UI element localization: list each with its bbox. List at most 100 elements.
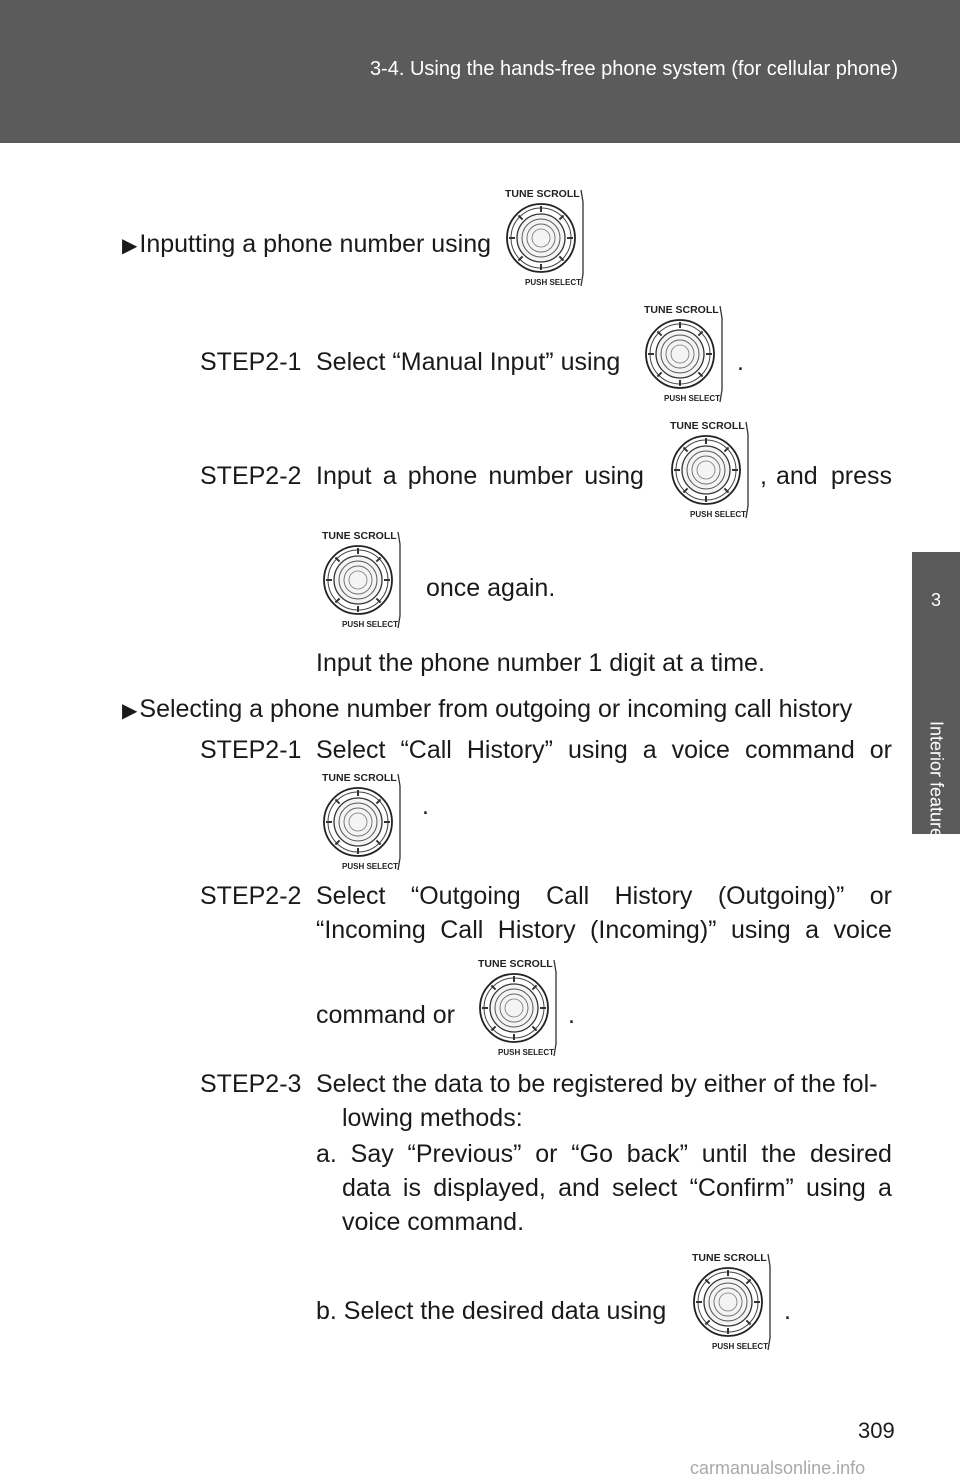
tune-scroll-knob-icon: TUNE SCROLL PUSH SELECT bbox=[503, 182, 589, 292]
knob-top-label: TUNE SCROLL bbox=[478, 958, 553, 970]
section1-step2-id: STEP2-2 bbox=[200, 462, 302, 490]
word: until bbox=[701, 1140, 748, 1168]
arrow-right-icon: ▶ bbox=[122, 700, 138, 722]
word: or bbox=[869, 736, 892, 764]
word: displayed, bbox=[433, 1174, 546, 1202]
tune-scroll-knob-icon: TUNE SCROLL PUSH SELECT bbox=[320, 766, 406, 876]
word: “Confirm” bbox=[689, 1174, 794, 1202]
word: History bbox=[497, 916, 576, 944]
tune-scroll-knob-icon: TUNE SCROLL PUSH SELECT bbox=[668, 414, 754, 524]
method-b-line: b. Select the desired data using bbox=[316, 1297, 667, 1325]
knob-bottom-label: PUSH SELECT bbox=[342, 862, 398, 871]
knob-graphic: TUNE SCROLL PUSH SELECT bbox=[670, 420, 749, 519]
section2-heading: ▶Selecting a phone number from outgoing … bbox=[122, 695, 852, 725]
section2-step1-text: Select “Call History” using a voice comm… bbox=[316, 736, 892, 764]
section1-step2-line2: once again. bbox=[426, 574, 556, 602]
knob-top-label: TUNE SCROLL bbox=[322, 530, 397, 542]
tune-scroll-knob-icon: TUNE SCROLL PUSH SELECT bbox=[320, 524, 406, 634]
arrow-right-icon: ▶ bbox=[122, 235, 138, 257]
chapter-number: 3 bbox=[930, 590, 941, 610]
word: command bbox=[744, 736, 855, 764]
word: Call bbox=[440, 916, 484, 944]
word: data bbox=[342, 1174, 391, 1202]
word: select bbox=[612, 1174, 678, 1202]
word: Call bbox=[546, 882, 590, 910]
section1-heading: ▶Inputting a phone number using bbox=[122, 230, 491, 260]
section1-heading-text: Inputting a phone number using bbox=[139, 230, 492, 258]
section1-step2-after: and press bbox=[776, 462, 892, 490]
word: and bbox=[776, 462, 818, 490]
knob-graphic: TUNE SCROLL PUSH SELECT bbox=[692, 1252, 771, 1351]
knob-top-label: TUNE SCROLL bbox=[505, 188, 580, 200]
section1-step2-text: Input a phone number using bbox=[316, 462, 644, 490]
word: “Outgoing bbox=[410, 882, 521, 910]
section2-step3-line1: Select the data to be registered by eith… bbox=[316, 1070, 878, 1098]
word: is bbox=[402, 1174, 421, 1202]
word: or bbox=[535, 1140, 558, 1168]
section2-heading-text: Selecting a phone number from outgoing o… bbox=[139, 695, 853, 723]
section2-step1-id: STEP2-1 bbox=[200, 736, 302, 764]
section1-step2-note: Input the phone number 1 digit at a time… bbox=[316, 649, 765, 677]
knob-graphic: TUNE SCROLL PUSH SELECT bbox=[644, 304, 723, 403]
page-header: 3-4. Using the hands-free phone system (… bbox=[0, 0, 960, 143]
knob-bottom-label: PUSH SELECT bbox=[664, 394, 720, 403]
section2-step3-line2: lowing methods: bbox=[342, 1104, 523, 1132]
method-a-line3: voice command. bbox=[342, 1208, 525, 1236]
section1-step1-text: Select “Manual Input” using bbox=[316, 348, 621, 376]
knob-bottom-label: PUSH SELECT bbox=[690, 510, 746, 519]
word: History bbox=[614, 882, 693, 910]
knob-graphic: TUNE SCROLL PUSH SELECT bbox=[505, 188, 584, 287]
section-title: 3-4. Using the hands-free phone system (… bbox=[369, 58, 898, 80]
word: the bbox=[761, 1140, 797, 1168]
word: (Incoming)” bbox=[590, 916, 717, 944]
section1-step1-id: STEP2-1 bbox=[200, 348, 302, 376]
word: Input bbox=[316, 462, 372, 490]
word: using bbox=[730, 916, 791, 944]
knob-graphic: TUNE SCROLL PUSH SELECT bbox=[322, 772, 401, 871]
section2-step2-id: STEP2-2 bbox=[200, 882, 302, 910]
word: using bbox=[567, 736, 628, 764]
knob-top-label: TUNE SCROLL bbox=[692, 1252, 767, 1264]
word: using bbox=[584, 462, 644, 490]
tune-scroll-knob-icon: TUNE SCROLL PUSH SELECT bbox=[690, 1246, 776, 1356]
word: “Go bbox=[571, 1140, 613, 1168]
watermark: carmanualsonline.info bbox=[690, 1458, 865, 1479]
watermark-part: carmanuals bbox=[690, 1458, 784, 1478]
knob-bottom-label: PUSH SELECT bbox=[712, 1342, 768, 1351]
knob-top-label: TUNE SCROLL bbox=[670, 420, 745, 432]
comma: , bbox=[760, 462, 767, 490]
watermark-part: online bbox=[783, 1458, 832, 1478]
chapter-side-tab: 3 Interior features bbox=[912, 552, 960, 847]
word: number bbox=[488, 462, 574, 490]
word: “Call bbox=[400, 736, 452, 764]
word: Say bbox=[350, 1140, 394, 1168]
word: back” bbox=[626, 1140, 688, 1168]
word: a. bbox=[316, 1140, 337, 1168]
word: Select bbox=[316, 882, 386, 910]
page-number: 309 bbox=[858, 1418, 895, 1443]
word: desired bbox=[809, 1140, 892, 1168]
word: a bbox=[382, 462, 397, 490]
method-b-period: . bbox=[784, 1297, 791, 1325]
word: voice bbox=[833, 916, 892, 944]
word: voice bbox=[671, 736, 730, 764]
word: phone bbox=[407, 462, 478, 490]
word: using bbox=[806, 1174, 866, 1202]
method-a-line2: data is displayed, and select “Confirm” … bbox=[342, 1174, 892, 1202]
section2-step2-line1: Select “Outgoing Call History (Outgoing)… bbox=[316, 882, 892, 910]
word: and bbox=[558, 1174, 600, 1202]
knob-top-label: TUNE SCROLL bbox=[644, 304, 719, 316]
word: a bbox=[878, 1174, 892, 1202]
word: press bbox=[830, 462, 892, 490]
knob-bottom-label: PUSH SELECT bbox=[498, 1048, 554, 1057]
knob-bottom-label: PUSH SELECT bbox=[525, 278, 581, 287]
watermark-part: .info bbox=[831, 1458, 866, 1478]
word: Select bbox=[316, 736, 386, 764]
word: (Outgoing)” bbox=[717, 882, 845, 910]
tune-scroll-knob-icon: TUNE SCROLL PUSH SELECT bbox=[642, 298, 728, 408]
tune-scroll-knob-icon: TUNE SCROLL PUSH SELECT bbox=[476, 952, 562, 1062]
section2-step3-id: STEP2-3 bbox=[200, 1070, 302, 1098]
word: a bbox=[805, 916, 820, 944]
word: “Incoming bbox=[316, 916, 426, 944]
method-a-line1: a. Say “Previous” or “Go back” until the… bbox=[316, 1140, 892, 1168]
